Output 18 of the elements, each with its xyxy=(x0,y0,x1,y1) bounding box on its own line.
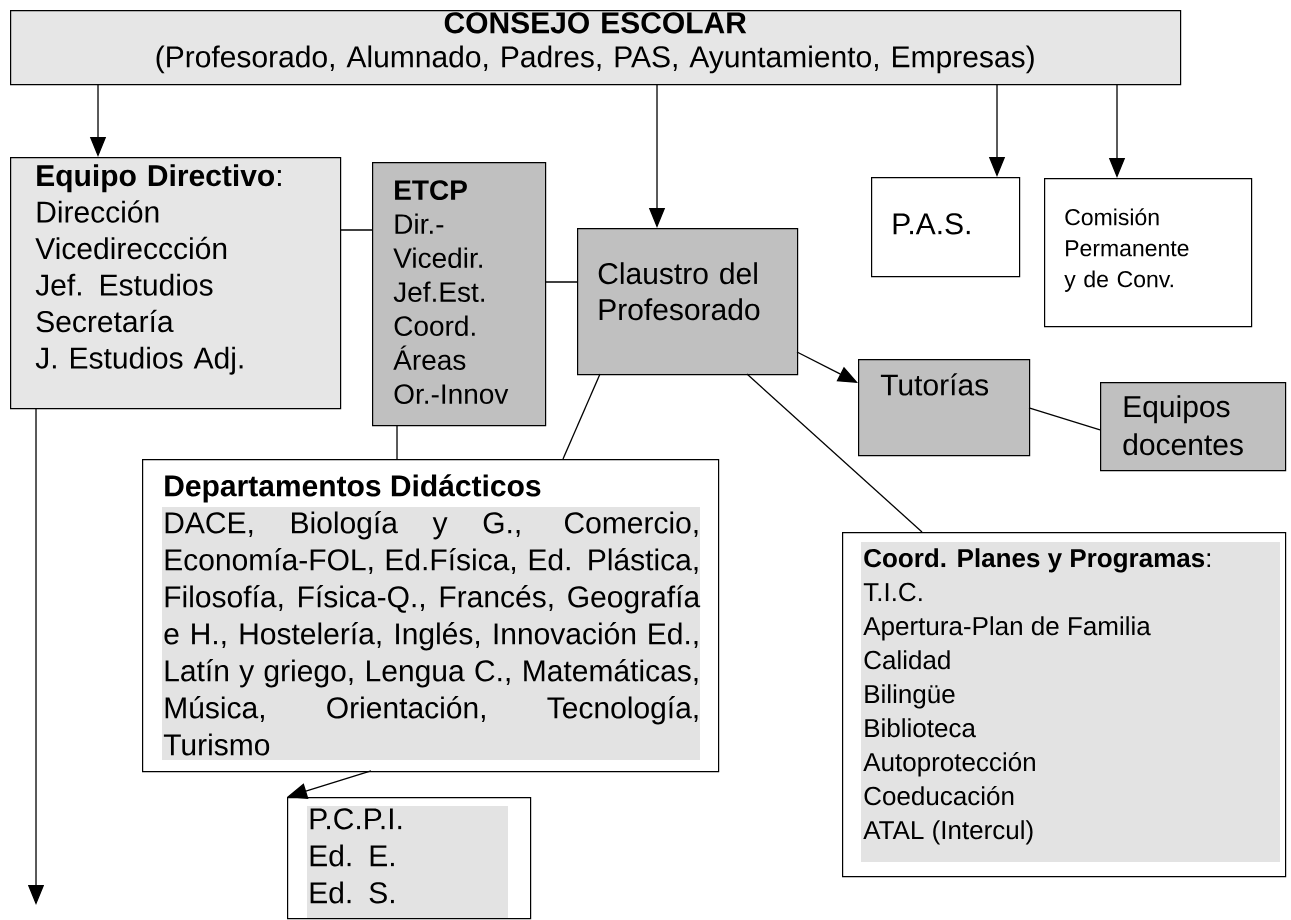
arrow xyxy=(796,351,858,383)
connector-line xyxy=(339,229,373,231)
connector-line xyxy=(544,281,578,283)
connector-line xyxy=(562,373,601,460)
org-box: Departamentos Didácticos DACE, Biología y G., Comercio, Economía-FOL, Ed.Física, Ed. Plástica, Filosofía, Física-Q., Francés, Geografía e H., Hostelería, Inglés, Innovación Ed., Latín y griego, Lengua C., Matemáticas, Música, Orientación, Tecnología, Turismo xyxy=(142,459,720,773)
connector-line xyxy=(746,373,923,533)
org-box: P.C.P.I. Ed. E. Ed. S. xyxy=(287,797,532,920)
connector-line xyxy=(1028,407,1101,431)
org-box: CONSEJO ESCOLAR (Profesorado, Alumnado, Padres, PAS, Ayuntamiento, Empresas) xyxy=(10,10,1182,86)
connector-line xyxy=(396,424,398,460)
org-box: P.A.S. xyxy=(871,177,1021,278)
org-box: Coord. Planes y Programas: T.I.C. Apertura-Plan de Familia Calidad Bilingüe Biblioteca Autoprotección Coeducación ATAL (Intercul) xyxy=(842,532,1287,878)
org-box: Comisión Permanente y de Conv. xyxy=(1044,178,1253,328)
org-box: Tutorías xyxy=(858,359,1031,457)
org-box: Equipo Directivo: Dirección Vicedireccción Jef. Estudios Secretaría J. Estudios Adj. xyxy=(10,157,342,410)
org-box: ETCP Dir.- Vicedir. Jef.Est. Coord. Áreas Or.-Innov xyxy=(372,162,547,427)
org-box: Claustro del Profesorado xyxy=(577,228,799,376)
org-box: Equipos docentes xyxy=(1100,382,1287,472)
